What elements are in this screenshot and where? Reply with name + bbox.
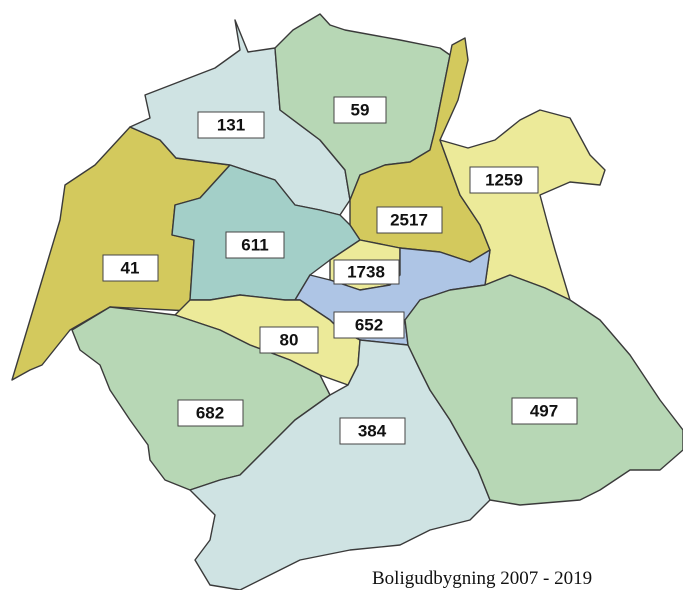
label-south-center: 80 xyxy=(259,326,319,354)
value-s: 384 xyxy=(358,422,387,441)
value-w: 41 xyxy=(121,259,140,278)
value-south-center: 80 xyxy=(280,331,299,350)
label-center: 1738 xyxy=(333,259,400,285)
value-nw: 131 xyxy=(217,116,245,135)
label-nw: 131 xyxy=(197,111,265,139)
label-s: 384 xyxy=(339,417,406,445)
value-center: 1738 xyxy=(347,263,385,282)
map-caption: Boligudbygning 2007 - 2019 xyxy=(372,568,593,589)
label-sw: 682 xyxy=(177,399,244,427)
value-se: 497 xyxy=(530,402,558,421)
label-center-north: 2517 xyxy=(376,206,443,234)
label-center-south: 652 xyxy=(333,311,405,339)
district-se xyxy=(404,274,683,506)
value-center-west: 611 xyxy=(241,236,268,255)
label-w: 41 xyxy=(102,254,159,282)
value-center-south: 652 xyxy=(355,316,383,335)
value-n: 59 xyxy=(351,101,370,120)
label-n: 59 xyxy=(333,96,387,124)
value-ne: 1259 xyxy=(485,171,523,190)
label-se: 497 xyxy=(511,397,578,425)
value-center-north: 2517 xyxy=(390,211,428,230)
value-sw: 682 xyxy=(196,404,224,423)
label-center-west: 611 xyxy=(225,231,285,259)
label-ne: 1259 xyxy=(469,166,539,194)
